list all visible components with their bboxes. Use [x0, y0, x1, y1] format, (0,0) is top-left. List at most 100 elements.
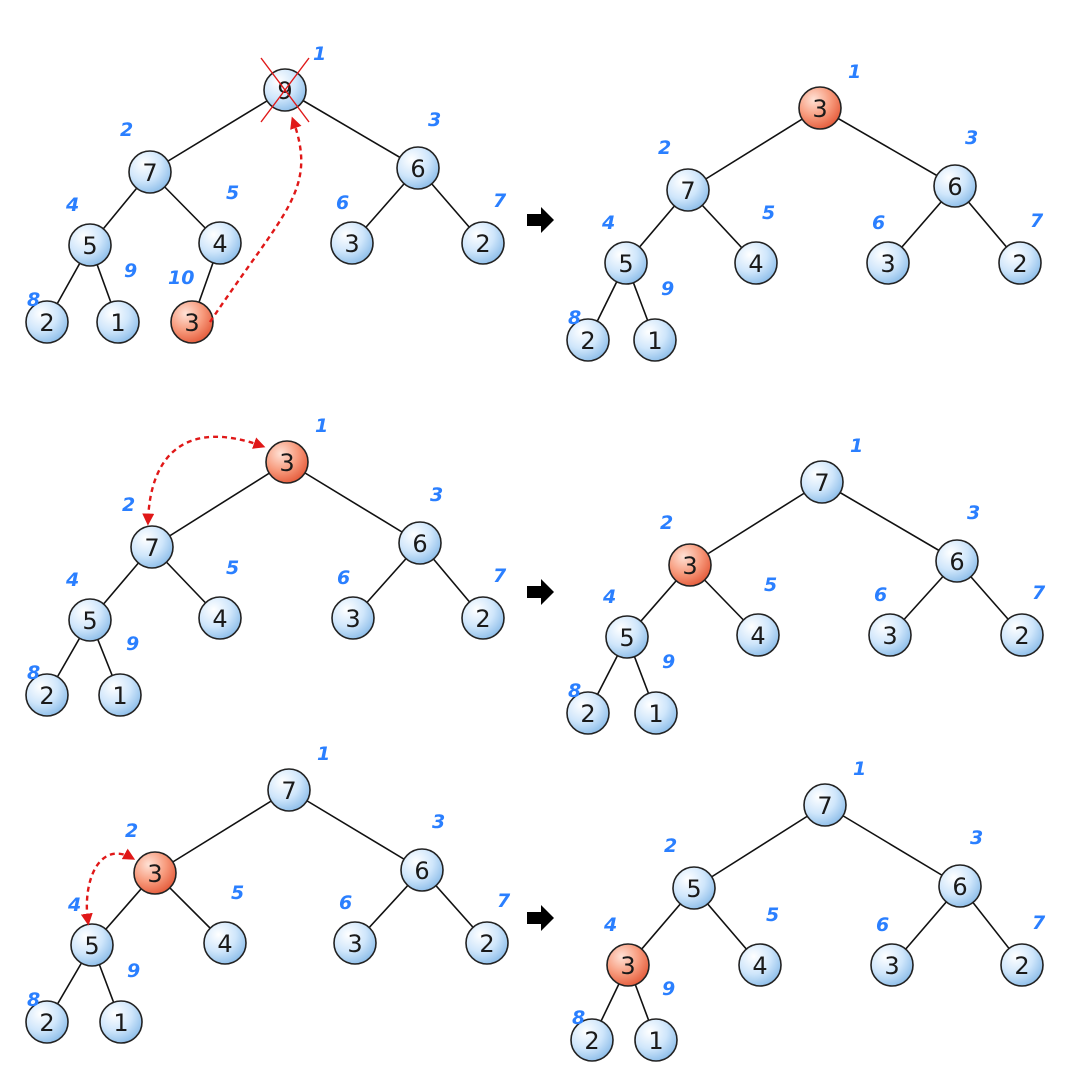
- node-value: 2: [39, 682, 54, 710]
- node-circle: [866, 241, 910, 285]
- index-label: 6: [874, 584, 887, 606]
- node-circle: [400, 848, 444, 892]
- index-label: 8: [572, 1007, 585, 1029]
- heap-node-8: 28: [25, 989, 69, 1044]
- index-label: 7: [1032, 912, 1046, 934]
- swap-arrow: [80, 848, 136, 926]
- node-value: 4: [212, 605, 227, 633]
- node-circle: [566, 691, 610, 735]
- heap-node-1: 31: [798, 61, 861, 130]
- heap-node-4: 54: [602, 586, 649, 659]
- heap-node-7: 27: [998, 210, 1044, 285]
- index-label: 6: [339, 892, 352, 914]
- heap-node-7: 27: [461, 565, 507, 640]
- node-value: 3: [347, 930, 362, 958]
- heap-node-1: 71: [800, 435, 863, 504]
- heap-node-2: 52: [664, 835, 716, 910]
- heap-node-1: 91: [260, 43, 326, 123]
- heap-node-5: 45: [738, 904, 782, 987]
- node-value: 4: [750, 622, 765, 650]
- node-circle: [331, 596, 375, 640]
- tree-edge-1-3: [821, 481, 958, 562]
- index-label: 5: [231, 882, 244, 904]
- heap-node-6: 36: [866, 212, 910, 285]
- tree-edge-1-3: [824, 804, 961, 887]
- node-circle: [998, 241, 1042, 285]
- highlighted-node-circle: [606, 943, 650, 987]
- highlighted-node-circle: [798, 86, 842, 130]
- index-label: 1: [317, 743, 330, 765]
- index-label: 5: [762, 202, 775, 224]
- heap-node-9: 19: [99, 960, 143, 1044]
- node-circle: [398, 521, 442, 565]
- index-label: 9: [662, 651, 675, 673]
- node-circle: [25, 1000, 69, 1044]
- node-circle: [935, 539, 979, 583]
- node-value: 7: [144, 534, 159, 562]
- node-circle: [868, 613, 912, 657]
- heap-node-4: 54: [65, 194, 112, 267]
- node-value: 2: [39, 309, 54, 337]
- heap-node-7: 27: [1000, 582, 1046, 657]
- node-circle: [870, 943, 914, 987]
- node-value: 5: [82, 232, 97, 260]
- node-circle: [198, 221, 242, 265]
- node-circle: [566, 318, 610, 362]
- node-circle: [128, 150, 172, 194]
- index-label: 2: [660, 512, 673, 534]
- swap-arrow: [209, 116, 303, 323]
- node-value: 2: [1014, 952, 1029, 980]
- node-circle: [604, 241, 648, 285]
- node-value: 3: [880, 250, 895, 278]
- node-value: 4: [217, 930, 232, 958]
- highlighted-node-circle: [170, 300, 214, 344]
- index-label: 8: [27, 662, 40, 684]
- heap-node-9: 19: [98, 633, 142, 717]
- heap-node-1: 31: [265, 415, 328, 484]
- heap-node-2: 32: [660, 512, 712, 587]
- node-value: 2: [475, 605, 490, 633]
- index-label: 2: [125, 820, 138, 842]
- node-value: 7: [680, 177, 695, 205]
- node-circle: [634, 691, 678, 735]
- node-value: 2: [475, 230, 490, 258]
- heap-node-8: 28: [570, 1007, 614, 1062]
- node-value: 1: [110, 309, 125, 337]
- index-label: 3: [970, 827, 983, 849]
- index-label: 3: [965, 127, 978, 149]
- step-arrow-step1-before-to-step1-after: [527, 207, 554, 233]
- node-value: 3: [812, 95, 827, 123]
- heap-node-7: 27: [1000, 912, 1046, 987]
- index-label: 4: [601, 212, 615, 234]
- index-label: 9: [124, 260, 137, 282]
- heap-node-6: 36: [331, 567, 375, 640]
- node-value: 1: [112, 682, 127, 710]
- node-value: 5: [686, 875, 701, 903]
- swap-arrow: [142, 435, 266, 526]
- node-value: 1: [648, 1027, 663, 1055]
- node-value: 4: [752, 952, 767, 980]
- node-circle: [25, 300, 69, 344]
- node-circle: [465, 921, 509, 965]
- node-circle: [203, 921, 247, 965]
- node-circle: [396, 146, 440, 190]
- node-circle: [130, 525, 174, 569]
- node-value: 6: [410, 155, 425, 183]
- index-label: 7: [493, 565, 507, 587]
- heap-node-9: 19: [633, 278, 677, 362]
- heap-node-5: 45: [736, 574, 780, 657]
- index-label: 4: [602, 586, 616, 608]
- index-label: 8: [27, 989, 40, 1011]
- index-label: 8: [568, 680, 581, 702]
- highlighted-node-circle: [668, 543, 712, 587]
- heap-node-8: 28: [566, 680, 610, 735]
- tree-edge-1-2: [149, 89, 286, 173]
- index-label: 5: [766, 904, 779, 926]
- index-label: 6: [336, 192, 349, 214]
- index-label: 1: [850, 435, 863, 457]
- heap-node-9: 19: [96, 260, 140, 344]
- node-value: 3: [884, 952, 899, 980]
- index-label: 9: [126, 633, 139, 655]
